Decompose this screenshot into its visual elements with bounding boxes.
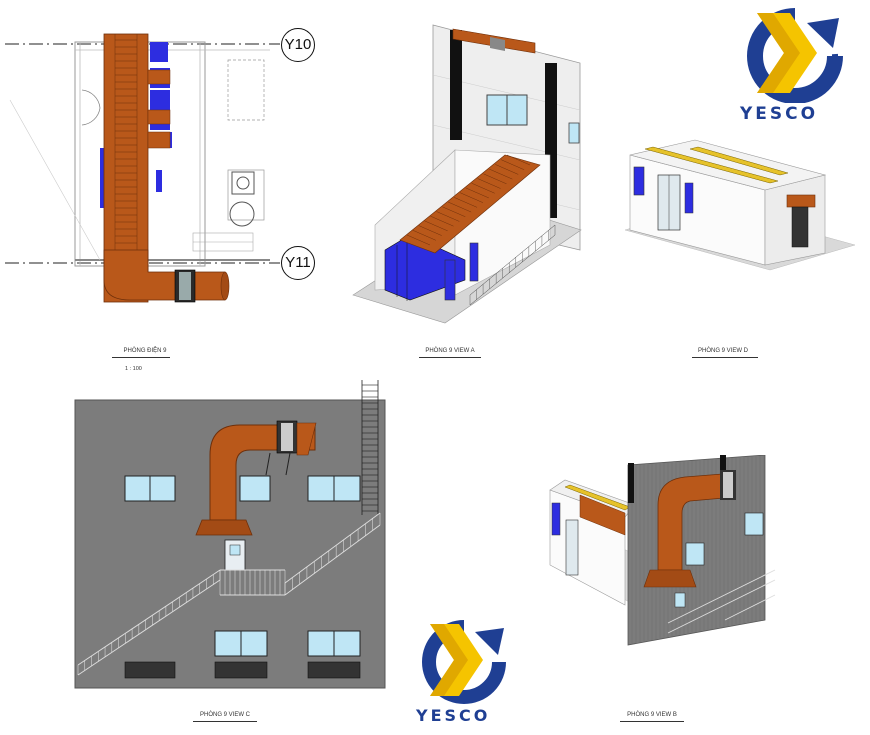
plan-scale: 1 : 100 [125, 366, 142, 372]
yesco-logo-bottom-text: YESCO [416, 706, 491, 725]
view-a-3d [352, 24, 582, 324]
caption-plan: PHÒNG ĐIỆN 9 [123, 348, 167, 354]
yesco-logo-top-mark [747, 8, 843, 103]
plan-panel-1 [150, 42, 168, 62]
view-b-3d [549, 455, 776, 646]
caption-view-a: PHÒNG 9 VIEW A [425, 348, 475, 354]
view-b-window [551, 502, 561, 536]
view-c-stairs [77, 512, 381, 676]
grid-bubble-y10: Y10 [281, 28, 315, 62]
view-c-louvers [124, 661, 361, 679]
grid-bubble-y11: Y11 [281, 246, 315, 280]
view-a-cable-tray [399, 154, 541, 254]
plan-view [5, 33, 280, 303]
yesco-logo-bottom-mark [422, 620, 506, 704]
plan-duct-bend [103, 249, 226, 301]
caption-view-b: PHÒNG 9 VIEW B [627, 712, 677, 718]
yesco-logo-top-text: YESCO [740, 104, 819, 124]
view-c-ladder [361, 380, 379, 515]
view-d-3d [624, 139, 856, 271]
plan-transformer [231, 171, 255, 195]
view-c-elevation [74, 380, 386, 689]
view-b-stairs [667, 569, 776, 634]
caption-view-c: PHÒNG 9 VIEW C [199, 712, 250, 718]
caption-view-d: PHÒNG 9 VIEW D [697, 348, 748, 354]
view-d-window [633, 166, 645, 196]
view-d-cable-tray [644, 146, 779, 184]
view-d-duct-box [786, 194, 816, 208]
